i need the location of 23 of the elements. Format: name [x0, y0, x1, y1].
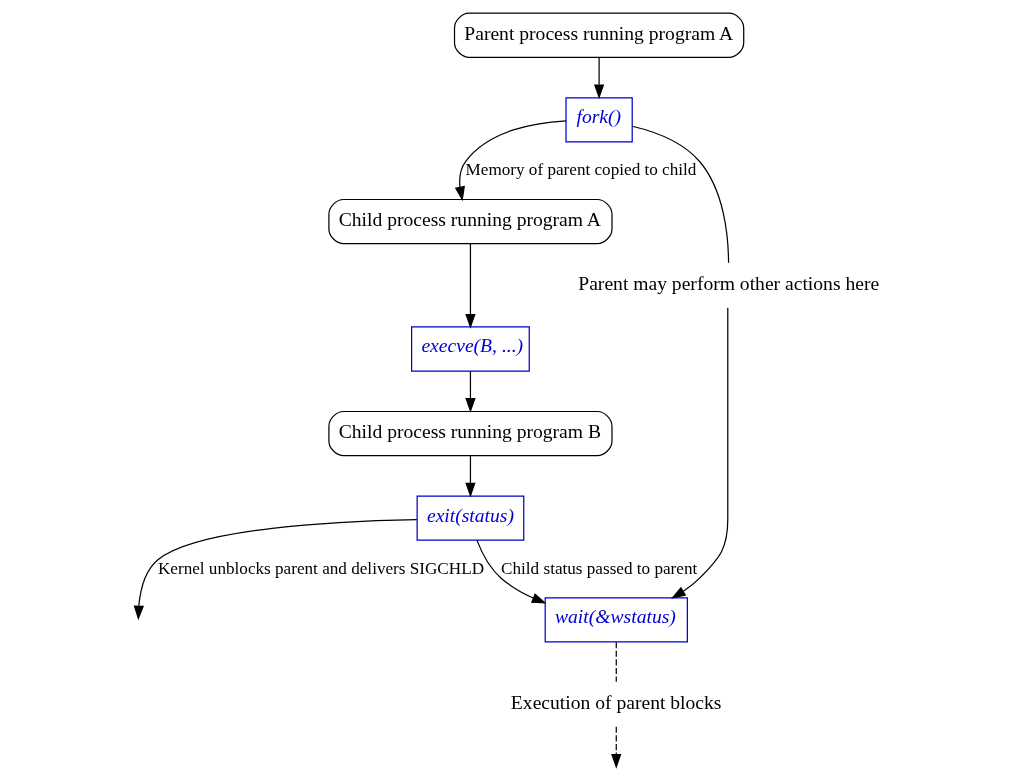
node-box: exit(status) [416, 495, 525, 541]
arrow [465, 455, 476, 498]
node-text: Execution of parent blocks [510, 692, 722, 714]
node-box: Child process running program A [328, 198, 613, 245]
node-text: Parent may perform other actions here [578, 272, 880, 294]
edge-label: Child status passed to parent [501, 558, 698, 578]
node-box: execve(B, ...) [411, 326, 530, 372]
node-box: Child process running program B [328, 410, 613, 457]
connector [631, 125, 730, 264]
arrow [476, 539, 547, 604]
node-box: wait(&wstatus) [544, 597, 688, 643]
arrow [611, 726, 622, 769]
arrow [465, 243, 476, 329]
arrow [133, 519, 418, 621]
edge-label: Kernel unblocks parent and delivers SIGCHLD [157, 558, 485, 578]
arrow [671, 307, 729, 599]
arrow [593, 57, 605, 100]
arrow [454, 120, 567, 202]
arrow [465, 370, 476, 413]
node-box: fork() [565, 97, 633, 143]
node-box: Parent process running program A [453, 12, 745, 58]
connector [615, 641, 617, 683]
edge-label: Memory of parent copied to child [465, 160, 697, 180]
